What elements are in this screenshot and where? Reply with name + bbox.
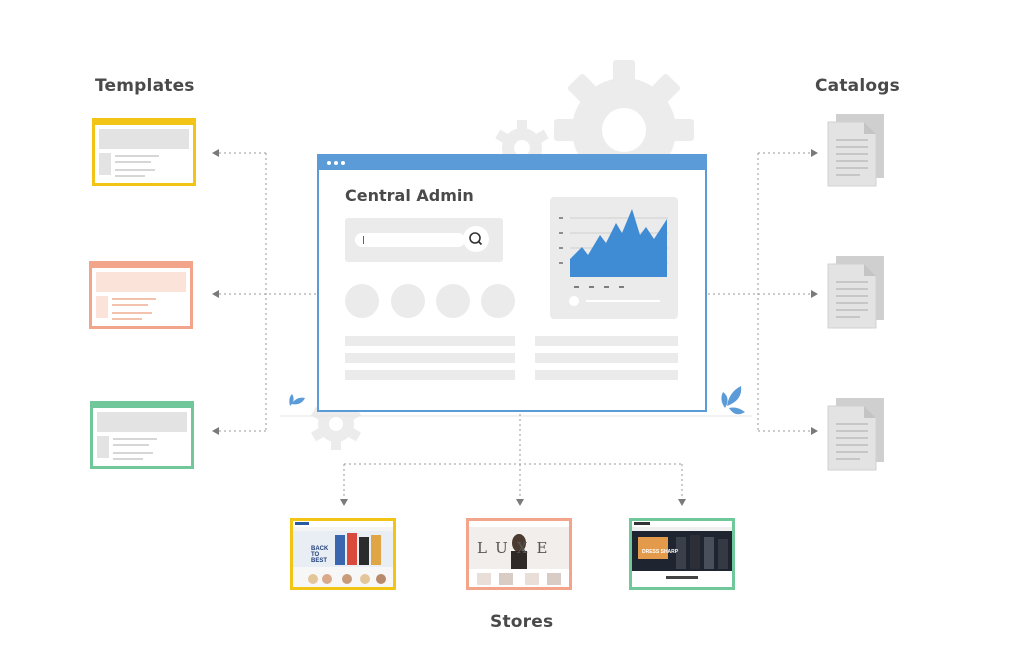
central-admin-window: Central Admin [317,154,707,412]
stores-heading: Stores [490,612,554,632]
store-banner-text: DRESS SHARP [642,549,679,555]
store-screenshot [632,521,732,587]
placeholder-row [345,353,515,363]
store-banner-text: BACK [311,546,329,552]
store-banner-text: BEST [311,558,328,564]
search-button[interactable] [463,226,489,252]
document-icon[interactable] [826,254,886,330]
placeholder-row [535,353,678,363]
placeholder-row [535,370,678,380]
document-icon[interactable] [826,396,886,472]
window-titlebar [319,156,705,170]
area-chart-illustration [559,209,668,306]
leaf-icon [289,394,305,406]
search-box [345,218,503,262]
store-screenshot [293,521,393,587]
store-banner-text: TO [311,552,320,558]
placeholder-row [345,336,515,346]
search-input[interactable] [355,233,465,247]
leaf-icon [721,386,745,415]
chart-widget [550,197,678,319]
store-thumbnail-1[interactable]: BACK TO BEST [290,518,396,590]
store-thumbnail-2[interactable]: LUXE [466,518,572,590]
placeholder-circle [436,284,470,318]
placeholder-circle [481,284,515,318]
templates-heading: Templates [95,76,195,96]
store-thumbnail-3[interactable]: DRESS SHARP [629,518,735,590]
template-card-salmon[interactable] [89,261,193,329]
search-icon [469,232,483,246]
placeholder-circle [391,284,425,318]
placeholder-circle [345,284,379,318]
catalogs-heading: Catalogs [815,76,900,96]
placeholder-row [535,336,678,346]
store-screenshot [469,521,569,587]
template-card-yellow[interactable] [92,118,196,186]
document-icon[interactable] [826,112,886,188]
store-banner-text: LUXE [477,539,557,557]
template-card-green[interactable] [90,401,194,469]
admin-title: Central Admin [345,186,474,205]
placeholder-row [345,370,515,380]
